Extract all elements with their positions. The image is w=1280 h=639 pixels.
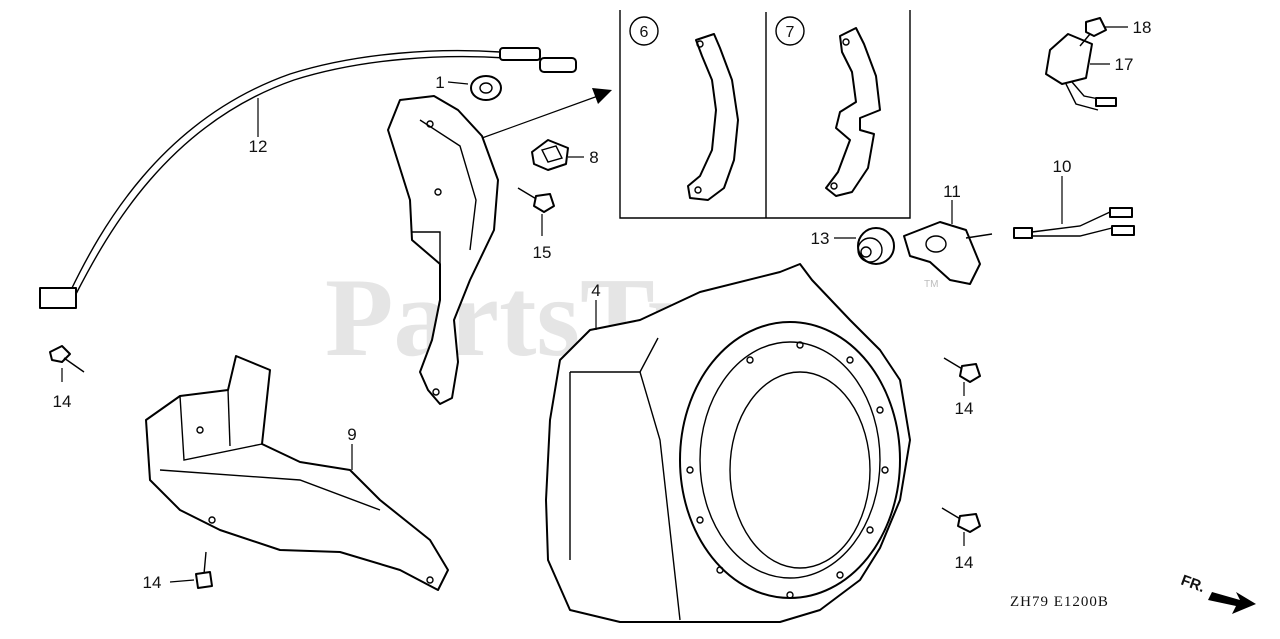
leader-14b [169, 579, 195, 583]
label-1: 1 [435, 73, 444, 92]
watermark-trademark: TM [924, 279, 938, 290]
callout-7: 7 [786, 24, 795, 41]
label-11: 11 [943, 182, 961, 201]
label-14a: 14 [53, 392, 72, 411]
front-label: FR. [1179, 572, 1208, 596]
diagram-code: ZH79 E1200B [1010, 594, 1109, 610]
fan-shroud-part-4 [545, 263, 911, 623]
inset-arrow-head [592, 88, 612, 104]
label-15: 15 [533, 243, 552, 262]
inset-arrow [481, 95, 599, 139]
bolt-part-14-left [49, 345, 85, 373]
label-8: 8 [589, 148, 598, 167]
screw-part-18 [1079, 17, 1107, 47]
label-13: 13 [811, 229, 830, 248]
label-4: 4 [591, 281, 600, 300]
grommet-part-13 [857, 227, 895, 265]
label-9: 9 [347, 425, 356, 444]
label-10: 10 [1053, 157, 1072, 176]
module-part-17 [1045, 33, 1117, 111]
callout-circle-6 [629, 16, 659, 46]
label-14d: 14 [955, 553, 974, 572]
label-17: 17 [1115, 55, 1134, 74]
bracket-part-6 [687, 33, 739, 201]
grommet-part-1 [470, 75, 502, 101]
bolt-part-14-bottom [195, 551, 213, 589]
cable-part-12 [39, 47, 577, 309]
front-direction-indicator: FR. [1179, 572, 1256, 614]
clip-part-8 [531, 139, 569, 171]
label-14c: 14 [955, 399, 974, 418]
label-12: 12 [249, 137, 268, 156]
label-14b: 14 [143, 573, 162, 592]
bracket-part-7 [825, 27, 881, 197]
bolt-part-15 [517, 187, 555, 213]
switch-part-11 [903, 221, 993, 285]
bolt-part-14-right-upper [943, 357, 981, 383]
leader-1 [447, 81, 469, 85]
front-arrow-icon [1208, 592, 1256, 614]
bolt-part-14-right-lower [941, 507, 981, 533]
inset-box: 6 7 [619, 10, 911, 219]
label-18: 18 [1133, 18, 1152, 37]
callout-circle-7 [775, 16, 805, 46]
guide-bracket [387, 95, 499, 405]
wire-harness-part-10 [1013, 207, 1135, 239]
cover-part-9 [145, 355, 449, 591]
callout-6: 6 [640, 24, 649, 41]
